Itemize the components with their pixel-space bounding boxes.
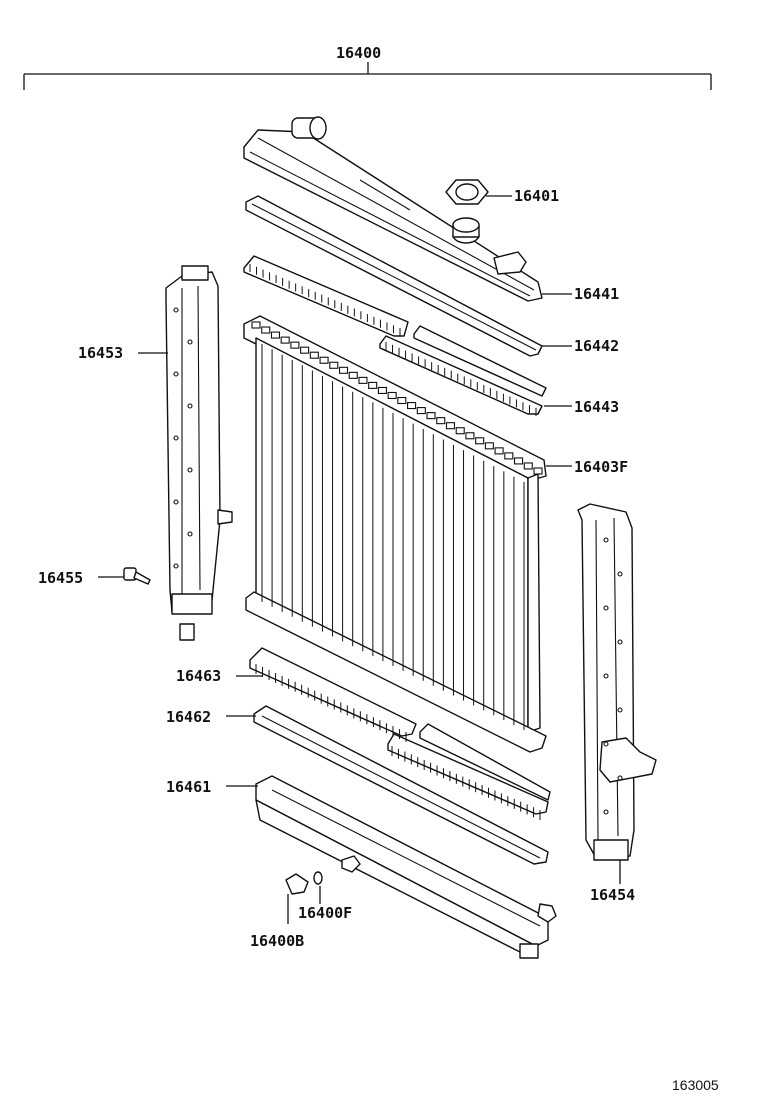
core-cell [300,346,310,354]
label-core: 16403F [574,458,628,476]
radiator-core [243,315,547,753]
lower-plate-teeth [255,664,541,820]
core-cell [397,396,407,405]
core-top-cells [251,321,543,475]
label-drain-gasket: 16400F [298,904,352,922]
core-cell [270,331,280,339]
label-lower-tank: 16461 [166,778,211,796]
mount-hole [617,775,623,781]
mount-hole [173,371,179,377]
mount-hole [187,403,193,409]
core-cell [484,442,494,450]
left-support-holes [173,307,193,569]
mount-hole [187,531,193,537]
left-side-support [165,265,233,641]
core-cell [377,386,387,394]
core-fins [261,344,525,730]
label-upper-plate: 16443 [574,398,619,416]
right-side-support [577,503,657,861]
core-cell [290,341,300,349]
mount-hole [603,673,609,679]
mount-hole [173,499,179,505]
right-support-holes [603,537,623,815]
label-right-support: 16454 [590,886,635,904]
core-cell [514,457,524,465]
mount-hole [187,339,193,345]
core-cell [338,366,349,374]
lower-plate [249,647,551,815]
core-cell [455,427,465,435]
core-cell [251,321,261,329]
core-cell [280,336,290,344]
mount-hole [603,537,609,543]
core-cell [387,391,397,400]
core-cell [358,376,368,384]
core-cell [416,407,426,415]
core-cell [426,412,436,420]
mount-hole [617,571,623,577]
lower-tank [255,775,557,959]
core-cell [445,422,456,430]
label-upper-gasket: 16442 [574,337,619,355]
core-cell [329,361,339,369]
assembly-number-label: 16400 [336,44,381,62]
mount-hole [603,741,609,747]
upper-plate-teeth [249,264,537,416]
radiator-cap [445,179,489,205]
label-left-support: 16453 [78,344,123,362]
assembly-bracket [23,62,712,90]
mount-hole [173,307,179,313]
mount-hole [617,707,623,713]
label-lower-gasket: 16462 [166,708,211,726]
core-cell [504,452,514,460]
core-cell [319,356,329,364]
mount-hole [187,467,193,473]
core-cell [261,326,271,334]
mount-hole [603,605,609,611]
lower-gasket [253,705,549,865]
core-cell [407,402,417,410]
label-cap: 16401 [514,187,559,205]
core-cell [436,417,446,425]
upper-gasket [245,195,543,357]
core-cell [523,462,533,470]
core-cell [309,351,319,359]
core-cell [465,432,475,440]
upper-tank [243,116,543,302]
label-lower-plate: 16463 [176,667,221,685]
mount-hole [173,563,179,569]
label-upper-tank: 16441 [574,285,619,303]
mount-hole [173,435,179,441]
core-cell [368,381,378,389]
figure-number: 163005 [672,1077,719,1093]
core-cell [494,447,504,455]
label-bolt: 16455 [38,569,83,587]
drain-cock [285,873,309,895]
mount-hole [617,639,623,645]
leader-lines [98,195,621,924]
drain-gasket [313,871,323,885]
mount-hole [603,809,609,815]
label-drain-cock: 16400B [250,932,304,950]
core-cell [533,467,543,475]
core-cell [348,371,358,379]
bolt [123,567,151,585]
core-cell [475,437,485,445]
